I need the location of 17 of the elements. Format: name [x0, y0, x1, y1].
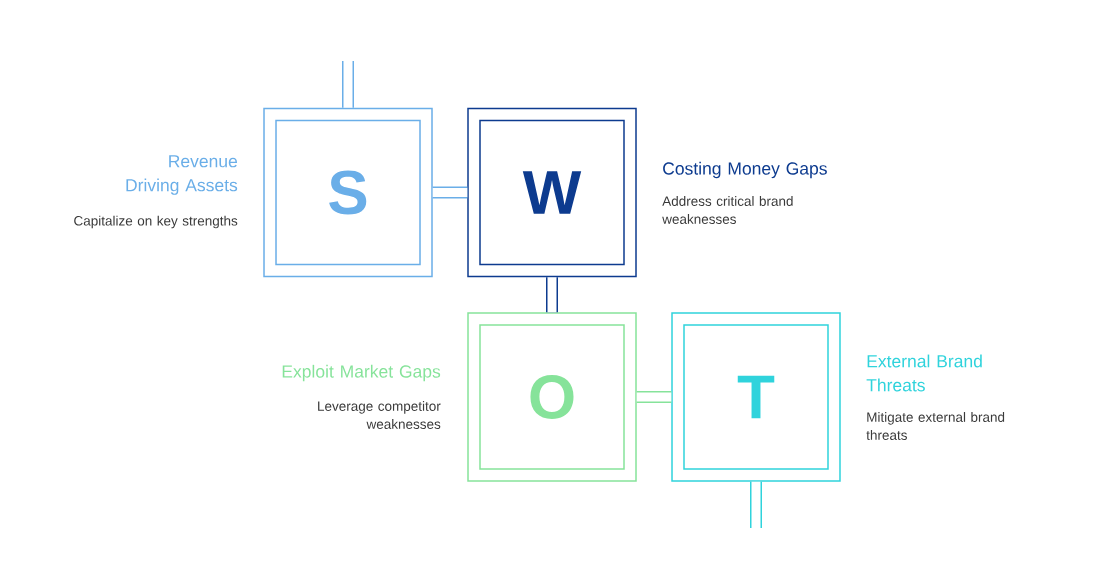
- swot-box: S: [263, 107, 433, 278]
- heading: Costing Money Gaps: [663, 161, 827, 179]
- connector-bar: [546, 277, 558, 313]
- swot-box: T: [671, 312, 841, 482]
- heading: Exploit Market Gaps: [282, 364, 441, 382]
- swot-box: W: [467, 107, 637, 278]
- swot-box: O: [467, 312, 637, 482]
- heading: External Brand Threats: [866, 354, 982, 392]
- description: Leverage competitor weaknesses: [318, 401, 441, 429]
- description: Address critical brand weaknesses: [662, 196, 793, 224]
- connector-bar: [636, 391, 672, 403]
- heading: Revenue Driving Assets: [126, 155, 238, 195]
- description: Mitigate external brand threats: [866, 412, 1005, 440]
- connector-bar: [750, 481, 762, 528]
- description: Capitalize on key strengths: [74, 215, 238, 229]
- connector-bar: [342, 61, 354, 108]
- connector-bar: [432, 186, 468, 199]
